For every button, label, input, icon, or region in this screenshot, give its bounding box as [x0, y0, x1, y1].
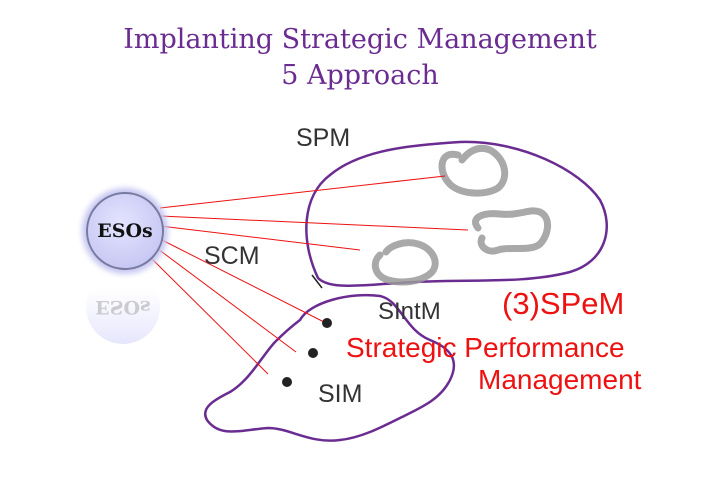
label-sim: SIM [318, 380, 363, 408]
spm-region-outline [305, 140, 608, 287]
region-dot [322, 318, 332, 328]
highlight-heading: (3)SPeM [502, 286, 625, 321]
connector-line [153, 245, 297, 353]
label-spm: SPM [296, 124, 351, 152]
scribble-shape-3 [371, 239, 439, 286]
esos-node: ESOs [86, 192, 164, 270]
label-sintm: SIntM [378, 298, 441, 325]
scribble-shape-1 [438, 144, 509, 197]
highlight-line-2: Management [478, 364, 642, 395]
connector-line [159, 175, 446, 209]
connector-line [159, 225, 361, 251]
spm-connector-tail [311, 274, 323, 289]
connector-line [159, 215, 469, 231]
esos-node-reflection-label: ESOs [95, 296, 151, 318]
esos-node-reflection: ESOs [86, 270, 160, 344]
connector-line [157, 237, 325, 323]
esos-node-label: ESOs [97, 220, 153, 242]
sim-region-outline [204, 293, 456, 442]
scribble-shape-2 [472, 207, 551, 255]
page-title-line-1: Implanting Strategic Management [123, 24, 597, 55]
label-scm: SCM [204, 242, 260, 270]
page-title-line-2: 5 Approach [281, 60, 439, 91]
connector-lines [146, 175, 469, 375]
highlight-line-1: Strategic Performance [346, 332, 625, 363]
connector-line [146, 253, 269, 375]
region-dot [308, 348, 318, 358]
region-dot [282, 377, 292, 387]
